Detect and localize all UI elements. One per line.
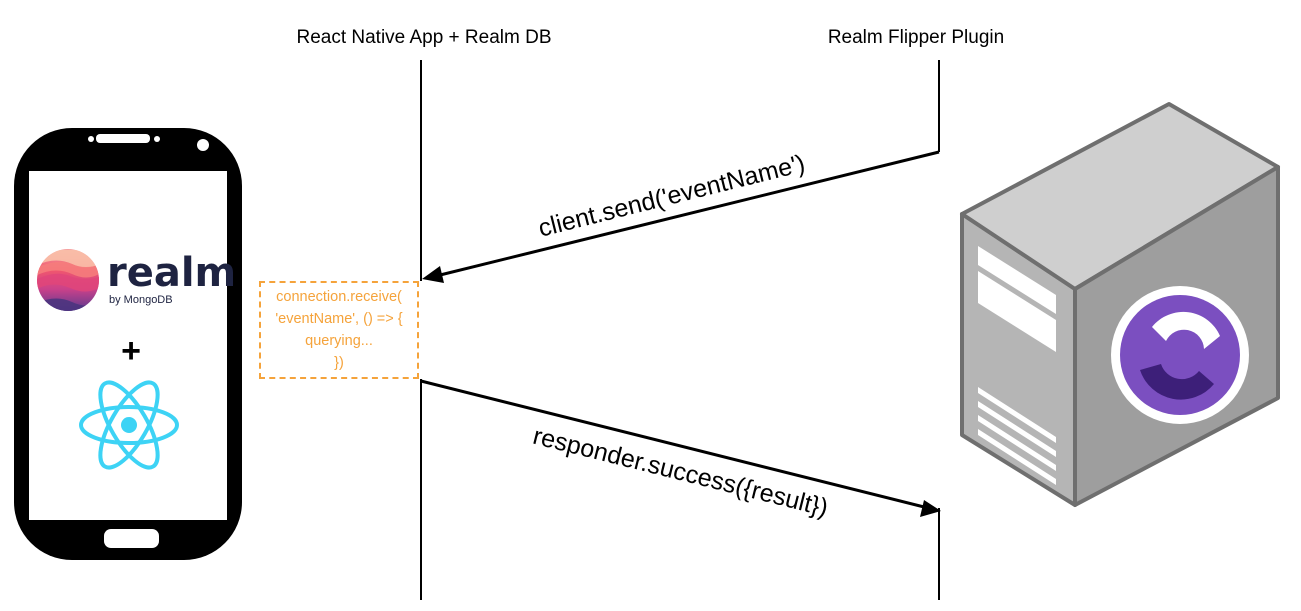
server-illustration xyxy=(960,102,1280,507)
left-lifeline-title: React Native App + Realm DB xyxy=(296,27,552,48)
code-line: }) xyxy=(334,355,344,371)
flipper-logo-icon xyxy=(1111,286,1249,424)
receive-handler-box: connection.receive( 'eventName', () => {… xyxy=(259,281,419,379)
code-line: connection.receive( xyxy=(276,289,402,305)
phone-speaker xyxy=(96,134,150,143)
realm-logo-icon xyxy=(37,249,99,311)
plus-sign: + xyxy=(121,332,141,370)
phone-home-button xyxy=(104,529,159,548)
phone-camera xyxy=(197,139,209,151)
realm-wordmark: realm xyxy=(107,250,236,296)
right-lifeline-title: Realm Flipper Plugin xyxy=(827,27,1005,48)
phone-illustration xyxy=(14,128,242,560)
success-arrow xyxy=(420,379,941,517)
realm-submark: by MongoDB xyxy=(109,294,173,306)
send-arrow xyxy=(422,150,940,283)
code-line: querying... xyxy=(305,333,373,349)
react-atom-icon xyxy=(79,380,179,470)
phone-sensor xyxy=(88,136,94,142)
code-line: 'eventName', () => { xyxy=(275,311,403,327)
